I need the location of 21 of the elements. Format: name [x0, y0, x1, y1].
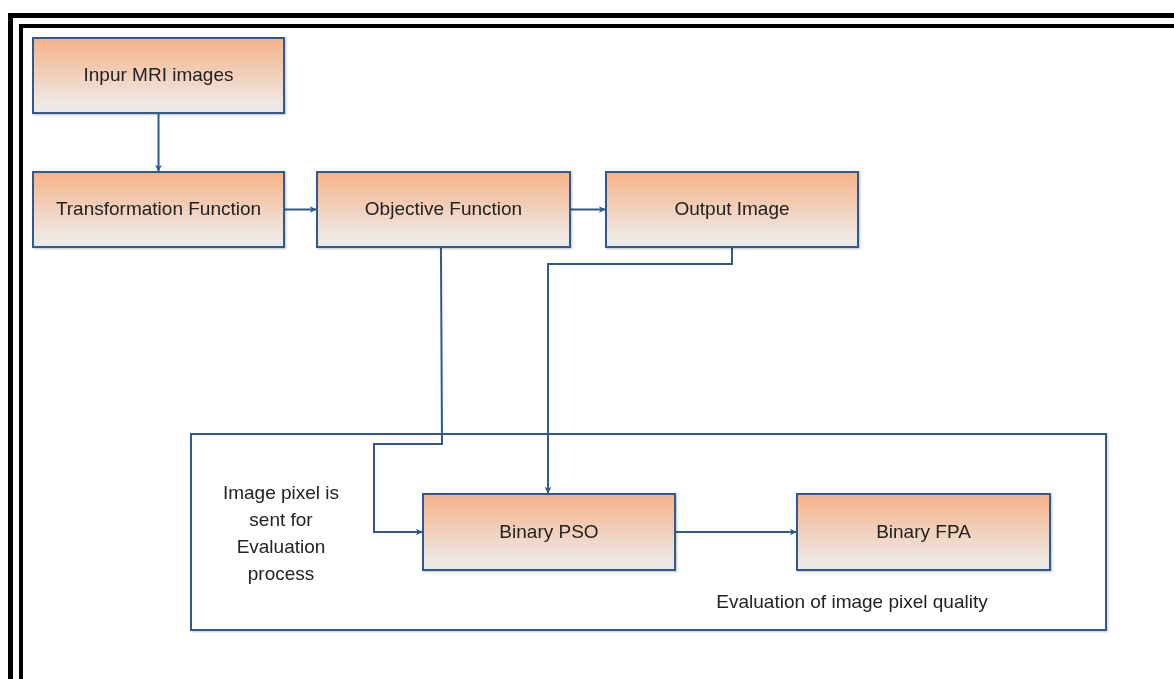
box-label: Objective Function [364, 198, 523, 221]
process-box [32, 171, 285, 248]
box-label: Transformation Function [55, 198, 262, 221]
process-box [605, 171, 859, 248]
process-box [422, 493, 676, 571]
arrow [570, 206, 606, 213]
box-label: Binary PSO [499, 520, 599, 544]
group-frame [190, 433, 1107, 631]
arrow [544, 247, 733, 494]
arrow [284, 206, 317, 213]
arrow [675, 528, 797, 536]
process-box [32, 37, 285, 114]
box-label: Binary FPA [876, 520, 971, 544]
group-note: Evaluation of image pixel quality [715, 590, 989, 614]
process-box [796, 493, 1051, 571]
arrow [155, 113, 162, 172]
group-note: Image pixel is sent for Evaluation process [222, 481, 340, 586]
arrow [373, 247, 443, 536]
box-label: Output Image [674, 198, 790, 221]
process-box [316, 171, 571, 248]
box-label: Inpur MRI images [83, 64, 234, 87]
